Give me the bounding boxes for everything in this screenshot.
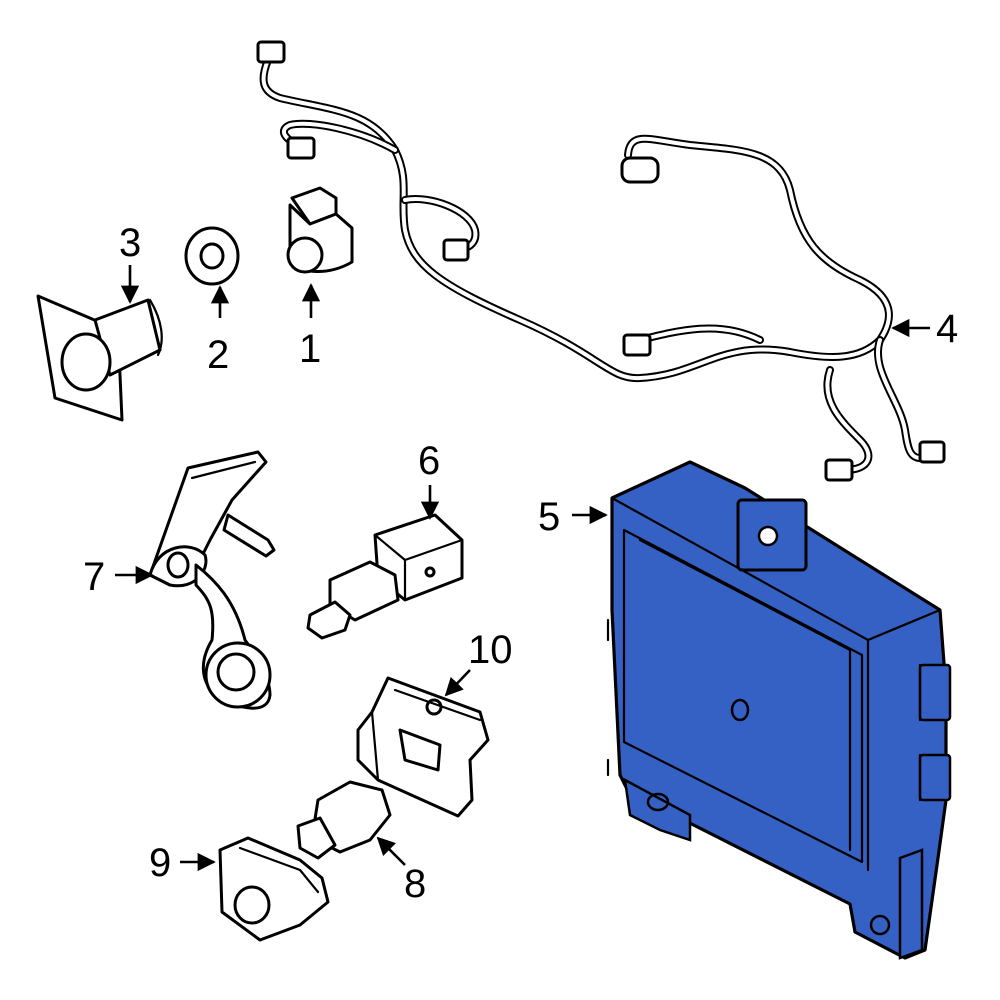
- part-10-switch-bracket[interactable]: [356, 676, 490, 818]
- part-9-switch-housing[interactable]: [218, 836, 330, 942]
- leader-10: [444, 669, 471, 697]
- part-7-brake-pedal[interactable]: [148, 450, 276, 710]
- callout-6: 6: [418, 439, 440, 483]
- callout-5: 5: [538, 495, 560, 539]
- callout-leaders: [115, 265, 930, 872]
- callout-7: 7: [83, 555, 105, 599]
- callout-8: 8: [404, 862, 426, 906]
- callout-4: 4: [936, 307, 958, 351]
- callout-9: 9: [149, 841, 171, 885]
- part-3-sensor-bracket[interactable]: [36, 294, 163, 422]
- part-2-grommet[interactable]: [184, 226, 240, 286]
- part-5-control-module[interactable]: [606, 460, 952, 960]
- part-6-brake-switch[interactable]: [306, 513, 464, 640]
- callout-3: 3: [119, 221, 141, 265]
- leader-8: [376, 836, 406, 866]
- part-4-wiring-harness[interactable]: [256, 40, 946, 482]
- part-1-park-sensor[interactable]: [286, 186, 354, 274]
- callout-10: 10: [468, 628, 513, 672]
- callout-labels: 1 2 3 4 5 6 7 8 9 10: [83, 221, 958, 906]
- callout-1: 1: [299, 327, 321, 371]
- part-8-sensor-plug[interactable]: [296, 780, 392, 860]
- callout-2: 2: [207, 333, 229, 377]
